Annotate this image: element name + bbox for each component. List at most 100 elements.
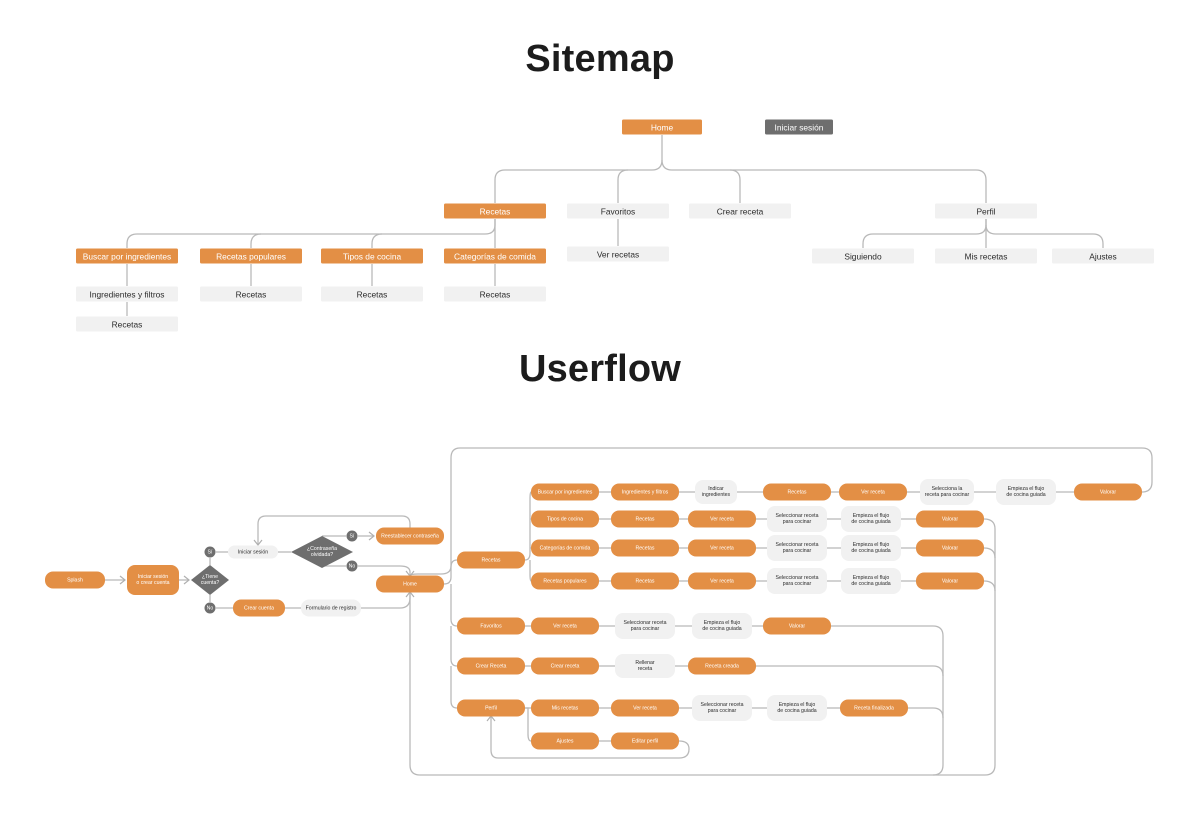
userflow-node-f-valorar[interactable]: Valorar xyxy=(763,617,831,635)
userflow-node-p-ajustes[interactable]: Ajustes xyxy=(531,732,599,750)
userflow-node-iniciar-sesion[interactable]: Iniciar sesión xyxy=(228,545,278,559)
sitemap-node-login[interactable]: Iniciar sesión xyxy=(765,119,833,135)
sitemap-node-buscar-ingredientes[interactable]: Buscar por ingredientes xyxy=(76,248,178,264)
connector-home-recetas xyxy=(494,135,663,203)
userflow-node-f-ver[interactable]: Ver receta xyxy=(531,617,599,635)
userflow-node-r3-recetas[interactable]: Recetas xyxy=(611,539,679,557)
node-box xyxy=(611,572,679,590)
userflow-node-crear-cuenta[interactable]: Crear cuenta xyxy=(233,599,285,617)
node-box xyxy=(841,506,901,532)
userflow-node-r2-valorar[interactable]: Valorar xyxy=(916,510,984,528)
userflow-node-r3-valorar[interactable]: Valorar xyxy=(916,539,984,557)
sitemap-node-mis-recetas[interactable]: Mis recetas xyxy=(935,248,1037,264)
userflow-node-r1-recetas[interactable]: Recetas xyxy=(763,483,831,501)
userflow-node-r1-valorar[interactable]: Valorar xyxy=(1074,483,1142,501)
sitemap-node-siguiendo[interactable]: Siguiendo xyxy=(812,248,914,264)
sitemap-node-home[interactable]: Home xyxy=(622,119,702,135)
userflow-node-r2-ver[interactable]: Ver receta xyxy=(688,510,756,528)
answer-circle xyxy=(346,530,358,542)
userflow-node-r4-populares[interactable]: Recetas populares xyxy=(531,572,599,590)
node-label: Valorar xyxy=(789,623,806,629)
node-box xyxy=(200,286,302,302)
userflow-node-r2-tipos[interactable]: Tipos de cocina xyxy=(531,510,599,528)
userflow-node-splash[interactable]: Splash xyxy=(45,571,105,589)
userflow-node-c-crear[interactable]: Crear receta xyxy=(531,657,599,675)
userflow-node-p-finalizada[interactable]: Receta finalizada xyxy=(840,699,908,717)
userflow-node-r2-recetas[interactable]: Recetas xyxy=(611,510,679,528)
sitemap-title: Sitemap xyxy=(525,38,675,80)
sitemap-node-recetas-a[interactable]: Recetas xyxy=(76,316,178,332)
userflow-node-crear-receta-menu[interactable]: Crear Receta xyxy=(457,657,525,675)
userflow-node-si-2[interactable]: Sí xyxy=(346,530,358,542)
userflow-node-r1-buscar[interactable]: Buscar por ingredientes xyxy=(531,483,599,501)
sitemap-node-crear-receta[interactable]: Crear receta xyxy=(689,203,791,219)
userflow-node-formulario-registro[interactable]: Formulario de registro xyxy=(301,599,361,617)
userflow-node-c-creada[interactable]: Receta creada xyxy=(688,657,756,675)
userflow-node-p-ver[interactable]: Ver receta xyxy=(611,699,679,717)
sitemap-node-recetas-b[interactable]: Recetas xyxy=(200,286,302,302)
node-label: Ver receta xyxy=(710,578,734,584)
userflow-node-no-2[interactable]: No xyxy=(346,560,358,572)
userflow-node-favoritos[interactable]: Favoritos xyxy=(457,617,525,635)
userflow-node-recetas[interactable]: Recetas xyxy=(457,551,525,569)
userflow-node-r4-valorar[interactable]: Valorar xyxy=(916,572,984,590)
node-label: Buscar por ingredientes xyxy=(83,252,171,262)
userflow-node-r4-recetas[interactable]: Recetas xyxy=(611,572,679,590)
node-box xyxy=(841,535,901,561)
userflow-node-perfil[interactable]: Perfil xyxy=(457,699,525,717)
sitemap-node-recetas-c[interactable]: Recetas xyxy=(321,286,423,302)
node-box xyxy=(763,617,831,635)
userflow-node-home[interactable]: Home xyxy=(376,575,444,593)
node-label: Favoritos xyxy=(601,207,635,217)
userflow-node-r1-ver[interactable]: Ver receta xyxy=(839,483,907,501)
node-box xyxy=(935,203,1037,219)
node-box xyxy=(376,527,444,545)
userflow-node-restablecer[interactable]: Reestablecer contraseña xyxy=(376,527,444,545)
userflow-node-no-1[interactable]: No xyxy=(204,602,216,614)
userflow-node-r1-ingredientes[interactable]: Ingredientes y filtros xyxy=(611,483,679,501)
sitemap-node-recetas-populares[interactable]: Recetas populares xyxy=(200,248,302,264)
sitemap-node-tipos-cocina[interactable]: Tipos de cocina xyxy=(321,248,423,264)
sitemap-node-favoritos[interactable]: Favoritos xyxy=(567,203,669,219)
userflow-node-r3-ver[interactable]: Ver receta xyxy=(688,539,756,557)
connector-home-perfil xyxy=(450,666,458,709)
node-box xyxy=(127,565,179,595)
userflow-node-r3-categorias[interactable]: Categorías de comida xyxy=(531,539,599,557)
sitemap-node-recetas-d[interactable]: Recetas xyxy=(444,286,546,302)
userflow-node-r4-ver[interactable]: Ver receta xyxy=(688,572,756,590)
connector-favoritos-loop xyxy=(831,625,944,776)
sitemap-node-ajustes[interactable]: Ajustes xyxy=(1052,248,1154,264)
userflow-node-p-mis[interactable]: Mis recetas xyxy=(531,699,599,717)
userflow-node-p-editar[interactable]: Editar perfil xyxy=(611,732,679,750)
userflow-node-si-1[interactable]: Sí xyxy=(204,546,216,558)
sitemap-node-ingredientes-filtros[interactable]: Ingredientes y filtros xyxy=(76,286,178,302)
node-box xyxy=(76,316,178,332)
connector-home-crear xyxy=(450,626,458,667)
sitemap-node-ver-recetas[interactable]: Ver recetas xyxy=(567,246,669,262)
sitemap-node-recetas[interactable]: Recetas xyxy=(444,203,546,219)
node-box xyxy=(839,483,907,501)
sitemap-node-perfil[interactable]: Perfil xyxy=(935,203,1037,219)
sitemap-node-categorias-comida[interactable]: Categorías de comida xyxy=(444,248,546,264)
